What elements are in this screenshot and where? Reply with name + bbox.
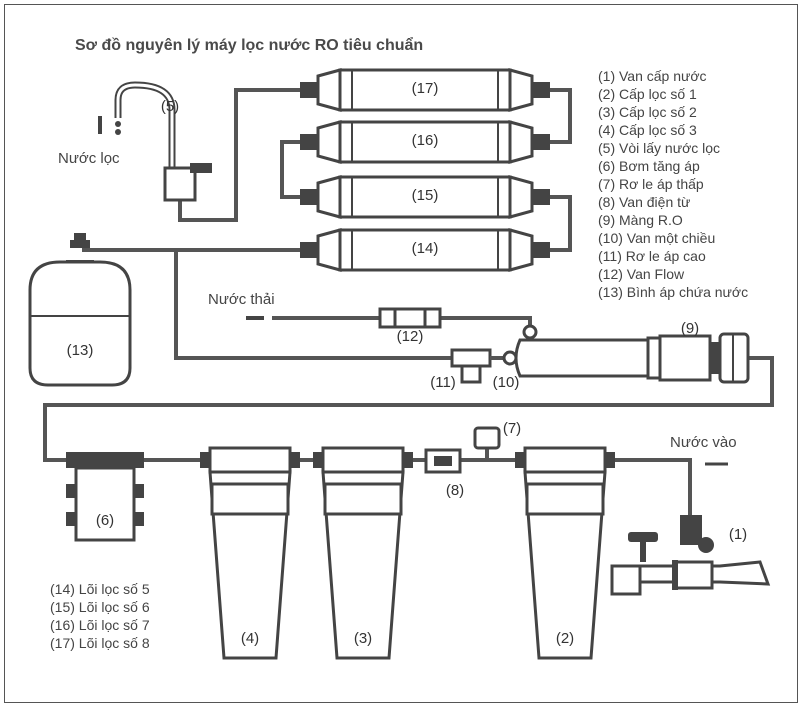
housing-4 xyxy=(200,446,300,660)
legend-components: (1) Van cấp nước (2) Cấp lọc số 1 (3) Cấ… xyxy=(598,67,748,301)
label-17: (17) xyxy=(411,80,439,97)
label-14: (14) xyxy=(411,240,439,257)
label-7: (7) xyxy=(502,420,522,437)
label-2: (2) xyxy=(555,630,575,647)
label-16: (16) xyxy=(411,132,439,149)
pipe-2-inlet xyxy=(608,458,692,520)
cartridge-16 xyxy=(300,120,550,164)
housing-3 xyxy=(313,446,413,660)
legend-item: (14) Lõi lọc số 5 xyxy=(50,581,150,597)
legend-item: (6) Bơm tăng áp xyxy=(598,158,700,174)
flow-valve-icon xyxy=(246,307,538,340)
legend-item: (16) Lõi lọc số 7 xyxy=(50,617,150,633)
pipe-inlet-loop xyxy=(43,356,774,462)
cartridge-17 xyxy=(300,68,550,112)
label-15: (15) xyxy=(411,187,439,204)
cartridge-15 xyxy=(300,175,550,219)
low-pressure-switch-icon xyxy=(473,426,501,450)
solenoid-valve-icon xyxy=(424,448,462,474)
pipe-17-to-16 xyxy=(548,88,572,144)
legend-item: (7) Rơ le áp thấp xyxy=(598,176,704,192)
legend-item: (12) Van Flow xyxy=(598,266,685,282)
cartridge-14 xyxy=(300,228,550,272)
label-1: (1) xyxy=(728,526,748,543)
label-11: (11) xyxy=(430,374,456,391)
label-waste-water: Nước thải xyxy=(208,291,275,308)
legend-item: (5) Vòi lấy nước lọc xyxy=(598,140,721,156)
legend-item: (13) Bình áp chứa nước xyxy=(598,284,749,300)
pipe-faucet-to-17 xyxy=(178,88,300,222)
label-filtered-water: Nước lọc xyxy=(58,150,120,167)
pipe-membrane-to-tank xyxy=(174,250,455,360)
pipe-15-to-14 xyxy=(548,195,572,252)
legend-item: (11) Rơ le áp cao xyxy=(598,248,706,264)
label-4: (4) xyxy=(240,630,260,647)
housing-2 xyxy=(515,446,615,660)
legend-item: (9) Màng R.O xyxy=(598,212,683,228)
diagram-frame xyxy=(4,4,798,703)
legend-item: (15) Lõi lọc số 6 xyxy=(50,599,150,615)
booster-pump-icon xyxy=(66,452,144,542)
legend-item: (17) Lõi lọc số 8 xyxy=(50,635,150,651)
legend-cartridges: (14) Lõi lọc số 5 (15) Lõi lọc số 6 (16)… xyxy=(50,580,150,652)
ro-membrane-icon xyxy=(514,332,750,384)
legend-item: (10) Van một chiều xyxy=(598,230,716,246)
cartridge-group xyxy=(300,68,550,272)
label-12: (12) xyxy=(396,328,424,345)
label-8: (8) xyxy=(445,482,465,499)
page-title: Sơ đồ nguyên lý máy lọc nước RO tiêu chu… xyxy=(75,37,424,54)
feed-valve-icon xyxy=(610,515,771,596)
label-13: (13) xyxy=(66,342,94,359)
legend-item: (3) Cấp lọc số 2 xyxy=(598,104,697,120)
legend-item: (1) Van cấp nước xyxy=(598,68,707,84)
label-5: (5) xyxy=(160,98,180,115)
label-9: (9) xyxy=(680,320,700,337)
faucet-icon xyxy=(98,81,212,202)
pipe-16-to-15 xyxy=(280,140,300,199)
legend-item: (8) Van điện từ xyxy=(598,194,691,210)
label-3: (3) xyxy=(353,630,373,647)
pressure-tank-icon xyxy=(28,233,132,387)
label-10: (10) xyxy=(492,374,520,391)
legend-item: (4) Cấp lọc số 3 xyxy=(598,122,697,138)
legend-item: (2) Cấp lọc số 1 xyxy=(598,86,697,102)
label-water-in: Nước vào xyxy=(670,434,737,451)
label-6: (6) xyxy=(95,512,115,529)
